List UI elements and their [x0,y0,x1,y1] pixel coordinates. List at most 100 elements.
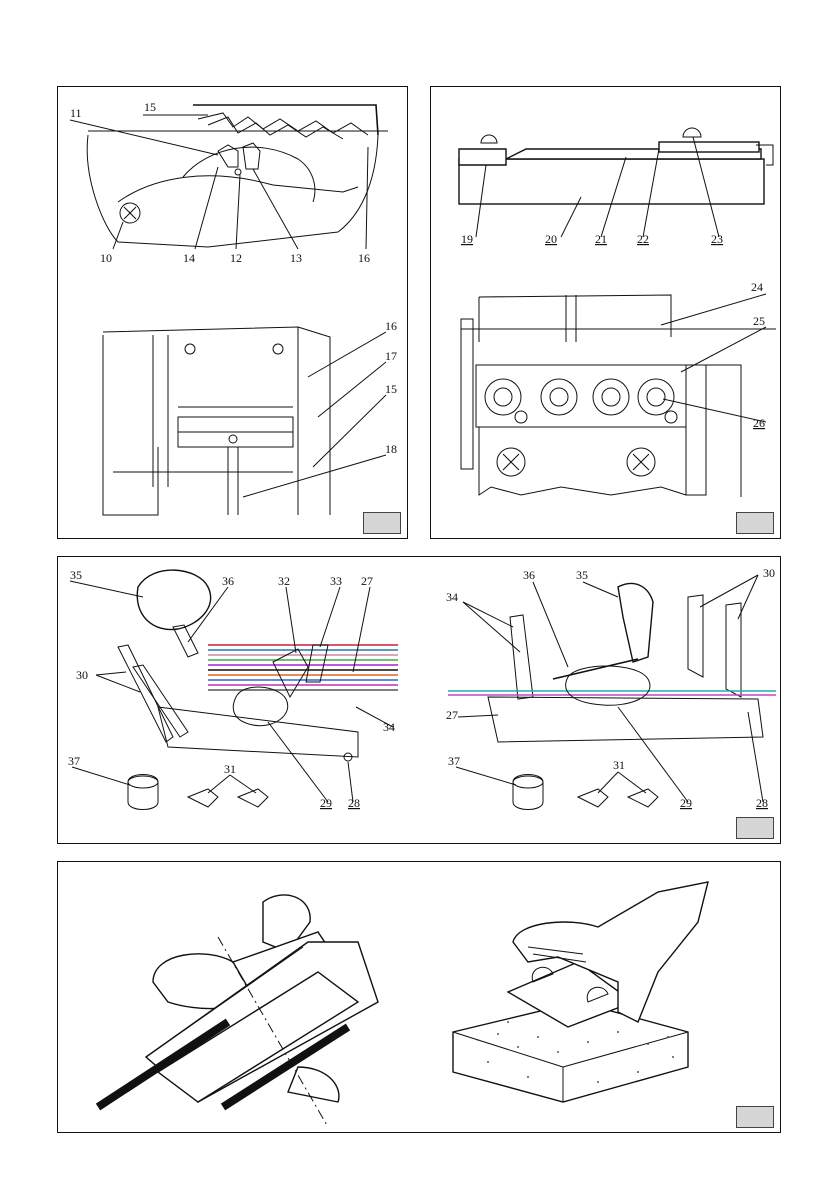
housing-right [297,326,331,515]
label-28: 28 [348,796,360,810]
label-34: 34 [383,720,395,734]
figure-panel-top-right: 19 20 21 22 23 [430,86,781,539]
figure-panel-top-left: 15 11 10 14 12 13 16 16 17 15 18 [57,86,408,539]
bushing-37-right [512,774,544,810]
nut-31-right-a [576,788,609,808]
push-stick-handle-35 [136,569,212,631]
figure-number-box [363,512,401,534]
figure-panel-middle: 35 36 32 33 27 30 34 37 31 29 28 [57,556,781,844]
screw-bottom-left [496,447,526,477]
label-15: 15 [144,100,156,114]
label-37: 37 [68,754,80,768]
wing-nut-small-a [531,966,554,983]
block-22 [658,141,760,153]
label-15b: 15 [385,382,397,396]
lever-33 [305,644,329,683]
label-22: 22 [637,232,649,246]
bracket-30-b [132,664,189,738]
label-30-right: 30 [763,566,775,580]
push-stick-35-right [617,582,654,663]
label-35-right: 35 [576,568,588,582]
label-21: 21 [595,232,607,246]
blade-outline [193,104,379,136]
label-31-right: 31 [613,758,625,772]
center-line [217,936,329,1128]
bracket-30-right-a [687,594,704,678]
figure-number-box [736,1106,774,1128]
saw-guard-diagram: 15 11 10 14 12 13 16 16 17 15 18 [69,100,397,516]
label-24: 24 [751,280,763,294]
screw-bottom-right [626,447,656,477]
ring-29 [232,686,289,727]
bracket-30-right-b [725,602,742,698]
bracket-34-right [509,614,534,700]
nut-31-right-b [626,788,659,808]
label-34-right: 34 [446,590,458,604]
housing-top [102,326,299,515]
base-plate-right [487,696,764,743]
label-30: 30 [76,668,88,682]
label-27: 27 [361,574,373,588]
stone-texture [477,1021,674,1083]
label-27-right: 27 [446,708,458,722]
roller-1 [484,378,522,416]
riving-knife-clip-2 [242,142,261,170]
rod-36 [172,624,199,658]
base-20 [458,158,765,205]
guard-body [86,134,379,248]
bushing-37 [127,774,159,810]
riving-knife-clip [217,144,239,168]
label-10: 10 [100,251,112,265]
label-36-right: 36 [523,568,535,582]
label-13: 13 [290,251,302,265]
guard-arc [182,146,316,203]
label-23: 23 [711,232,723,246]
block-19 [458,148,507,166]
screw-top-left [184,343,196,355]
label-36: 36 [222,574,234,588]
label-29: 29 [320,796,332,810]
side-plate-left [460,318,474,470]
label-14: 14 [183,251,195,265]
label-25: 25 [753,314,765,328]
screw-10 [119,202,141,224]
roller-4 [637,378,675,416]
label-33: 33 [330,574,342,588]
rod-36-right [552,658,639,680]
label-26: 26 [753,416,765,430]
label-16b: 16 [385,319,397,333]
riving-knife-diagram: 19 20 21 22 23 [458,127,776,497]
color-stripes [208,644,398,691]
label-29-right: 29 [680,796,692,810]
blade-teeth-inner [207,116,344,140]
end-cap [756,144,774,166]
label-18: 18 [385,442,397,456]
label-28-right: 28 [756,796,768,810]
ring-29-right [565,665,651,706]
wing-nut-small-b [586,986,609,1003]
screw-top-right [272,343,284,355]
nut-31-a [186,788,219,808]
label-35: 35 [70,568,82,582]
base-bottom [478,427,687,496]
label-31: 31 [224,762,236,776]
figure-number-box [736,817,774,839]
pin-12 [234,168,242,176]
label-37-right: 37 [448,754,460,768]
label-16a: 16 [358,251,370,265]
base-plate-27 [157,706,359,758]
screw-28 [343,752,353,762]
label-19: 19 [461,232,473,246]
label-20: 20 [545,232,557,246]
clamp-32 [272,648,309,699]
label-12: 12 [230,251,242,265]
hand [512,881,709,1023]
blade-teeth [197,112,369,136]
wing-nut-right-wing [262,894,311,953]
bracket-30-a [117,644,174,743]
sharpening-diagram [95,881,709,1128]
top-housing [478,294,672,337]
nut-31-b [236,788,269,808]
roller-2 [540,378,578,416]
knob-23 [682,127,702,138]
